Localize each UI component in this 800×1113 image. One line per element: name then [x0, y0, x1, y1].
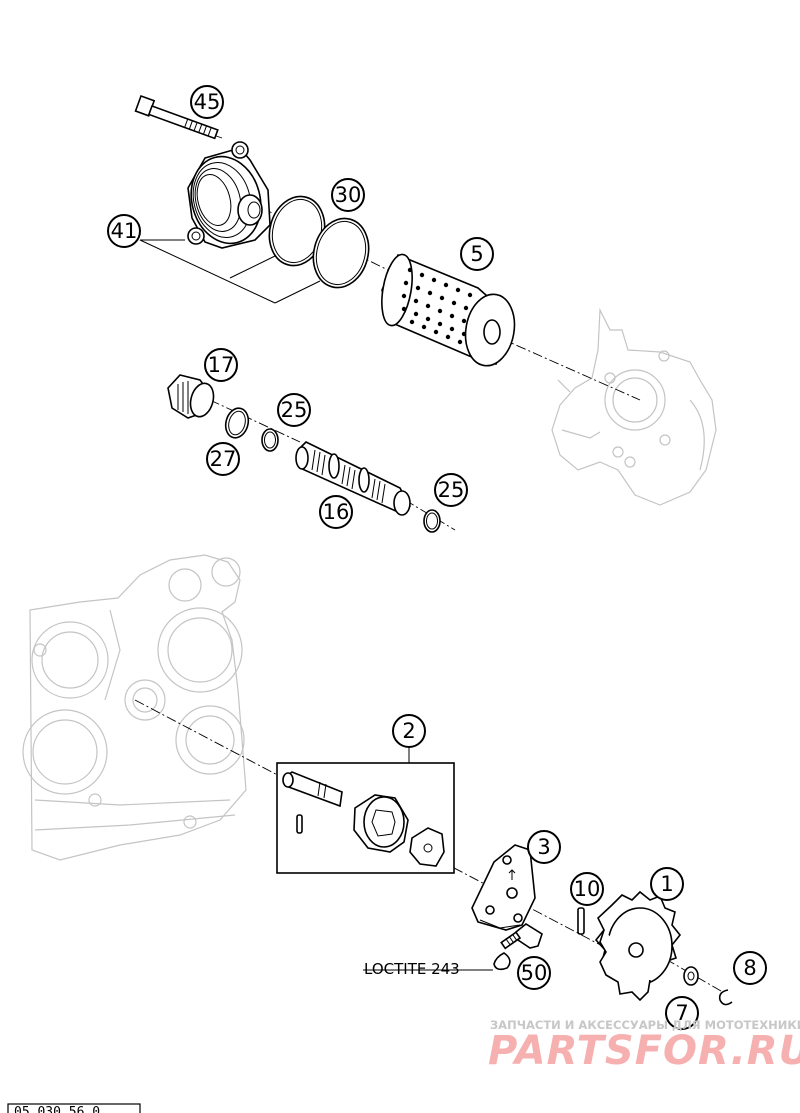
watermark-top-text: ЗАПЧАСТИ И АКСЕССУАРЫ ДЛЯ МОТОТЕХНИКИ [490, 1018, 800, 1032]
filter-cover-part [187, 141, 271, 249]
callout-25-upper: 25 [277, 393, 311, 427]
filter-screen-part [295, 441, 412, 516]
engine-case-outline-upper [551, 307, 717, 506]
svg-text:25: 25 [281, 398, 308, 422]
svg-text:27: 27 [210, 447, 237, 471]
svg-text:25: 25 [438, 478, 465, 502]
callout-2: 2 [392, 714, 426, 748]
leader-lines [139, 239, 493, 971]
svg-text:2: 2 [402, 719, 415, 743]
callout-5: 5 [460, 237, 494, 271]
callout-27: 27 [206, 442, 240, 476]
circlip-part [718, 989, 733, 1006]
callout-50: 50 [517, 956, 551, 990]
svg-text:3: 3 [537, 835, 550, 859]
screw-plug-part [167, 374, 215, 419]
callout-3: 3 [527, 830, 561, 864]
svg-text:1: 1 [660, 872, 673, 896]
svg-text:10: 10 [574, 877, 601, 901]
watermark: ЗАПЧАСТИ И АКСЕССУАРЫ ДЛЯ МОТОТЕХНИКИ PA… [488, 1018, 800, 1074]
svg-text:17: 17 [208, 353, 235, 377]
svg-text:50: 50 [521, 961, 548, 985]
callout-45: 45 [190, 85, 224, 119]
svg-text:8: 8 [743, 956, 756, 980]
callout-10: 10 [570, 872, 604, 906]
callout-7: 7 [665, 996, 699, 1030]
screw-part [500, 923, 543, 950]
watermark-logo-text: PARTSFOR.RU [488, 1028, 800, 1074]
svg-text:16: 16 [323, 500, 350, 524]
footer-code-text: 05 030 56 0 [14, 1105, 100, 1113]
pump-cover-part [471, 844, 536, 931]
engine-case-outline-lower [22, 554, 247, 861]
svg-text:41: 41 [111, 219, 138, 243]
o-ring-part-25-upper [261, 428, 279, 452]
svg-text:5: 5 [470, 242, 483, 266]
footer-code: 05 030 56 0 [7, 1103, 141, 1113]
loctite-droplet-icon [493, 952, 511, 971]
callout-16: 16 [319, 495, 353, 529]
svg-text:7: 7 [675, 1001, 688, 1025]
oil-pump-kit-box [276, 747, 455, 874]
callout-41: 41 [107, 214, 141, 248]
bolt-part [134, 94, 219, 140]
o-ring-part-25-lower [423, 509, 441, 533]
callout-25-lower: 25 [434, 473, 468, 507]
callout-1: 1 [650, 867, 684, 901]
dowel-pin-part [577, 907, 585, 935]
oil-filter-part [381, 253, 516, 367]
svg-text:30: 30 [335, 183, 362, 207]
loctite-label: LOCTITE 243 [364, 960, 460, 978]
pump-gear-part [594, 890, 682, 1002]
washer-part [683, 966, 699, 986]
o-ring-part-27 [224, 407, 250, 439]
callout-8: 8 [733, 951, 767, 985]
o-ring-pair-part [268, 195, 370, 289]
svg-text:45: 45 [194, 90, 221, 114]
callout-17: 17 [204, 348, 238, 382]
callout-30: 30 [331, 178, 365, 212]
